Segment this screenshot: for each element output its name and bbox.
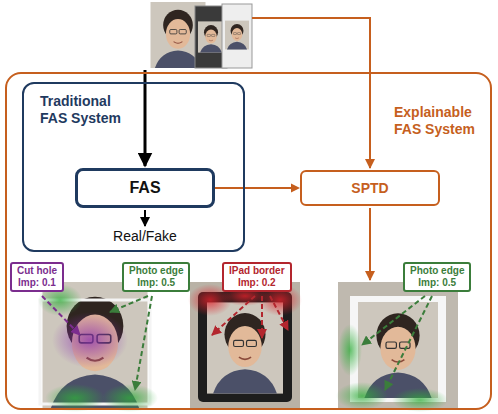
callout-box: Photo edgeImp: 0.5	[403, 262, 471, 292]
input-arrow	[252, 18, 370, 168]
importance-score: Imp: 0.2	[229, 277, 285, 289]
frame-heading: Explainable FAS System	[394, 104, 482, 138]
importance-score: Imp: 0.1	[17, 277, 57, 289]
output-arrow	[144, 210, 146, 226]
importance-score: Imp: 0.5	[410, 277, 464, 289]
flow-arrow	[215, 184, 300, 193]
example-image	[188, 282, 302, 408]
callout-title: Cut hole	[17, 265, 57, 277]
system-frame: Traditional FAS SystemFAS	[22, 82, 245, 252]
example-image	[38, 282, 158, 412]
frame-heading: Traditional FAS System	[40, 93, 136, 127]
process-box: FAS	[75, 168, 215, 208]
input-arrow	[144, 70, 147, 166]
box-label: SPTD	[351, 180, 388, 196]
output-label: Real/Fake	[100, 228, 190, 244]
leader-lines	[42, 296, 432, 390]
callout-title: Photo edge	[410, 265, 464, 277]
callout-title: IPad border	[229, 265, 285, 277]
callout-box: Photo edgeImp: 0.5	[122, 262, 190, 292]
process-box: SPTD	[300, 170, 440, 206]
system-frame: Explainable FAS System Traditional FAS Sy…	[5, 72, 492, 410]
input-images	[151, 2, 253, 68]
box-label: FAS	[129, 179, 160, 197]
output-arrow	[369, 208, 371, 280]
importance-score: Imp: 0.5	[129, 277, 183, 289]
callout-box: Cut holeImp: 0.1	[10, 262, 64, 292]
callout-box: IPad borderImp: 0.2	[222, 262, 292, 292]
callout-title: Photo edge	[129, 265, 183, 277]
example-image	[336, 282, 458, 412]
